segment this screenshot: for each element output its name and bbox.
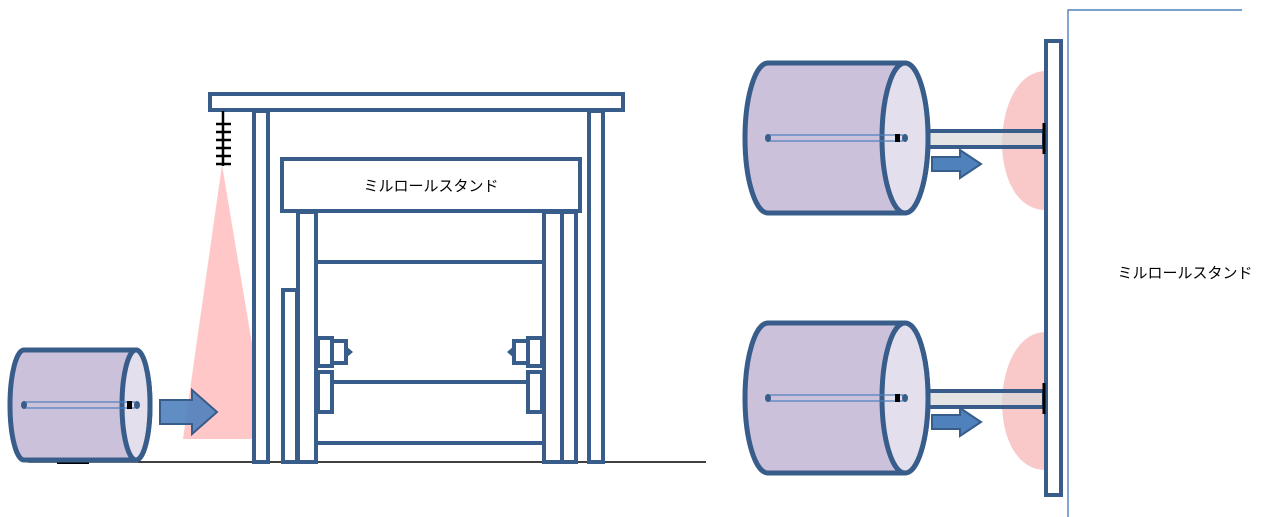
stand-label-side: ミルロールスタンド (1117, 264, 1252, 282)
stand-label-box (280, 157, 582, 213)
stand-label-front: ミルロールスタンド (363, 177, 498, 195)
stand-leg-right (542, 210, 564, 464)
paper-roll-upper (742, 60, 1046, 216)
chuck-left (330, 339, 348, 365)
paper-roll-lower (742, 320, 1046, 476)
arm-bracket-right-upper (526, 336, 544, 368)
frame-leg-right (587, 109, 605, 464)
chuck-right (512, 339, 530, 365)
frame-top-beam (208, 92, 625, 112)
side-view: ミルロールスタンド (742, 9, 1253, 517)
chuck-left-tip (346, 346, 353, 358)
stand-wall (1044, 39, 1063, 497)
stand-outline-side (1067, 9, 1242, 517)
move-arrow-front (159, 387, 219, 437)
arm-bracket-left-lower (316, 370, 334, 414)
chuck-right-tip (507, 346, 514, 358)
sensor-beam (183, 165, 268, 439)
frame-leg-left (252, 109, 270, 464)
stand-leg-right-outer (560, 210, 578, 464)
stand-leg-left (296, 210, 318, 464)
front-view: ミルロールスタンド (7, 92, 706, 464)
move-arrow-lower (931, 406, 983, 438)
move-arrow-upper (931, 148, 983, 180)
paper-roll-front (7, 347, 153, 464)
arm-bracket-right-lower (526, 370, 544, 414)
ceiling-sensor (216, 111, 231, 166)
stand-leg-left-outer (281, 288, 299, 464)
arm-bracket-left-upper (316, 336, 334, 368)
